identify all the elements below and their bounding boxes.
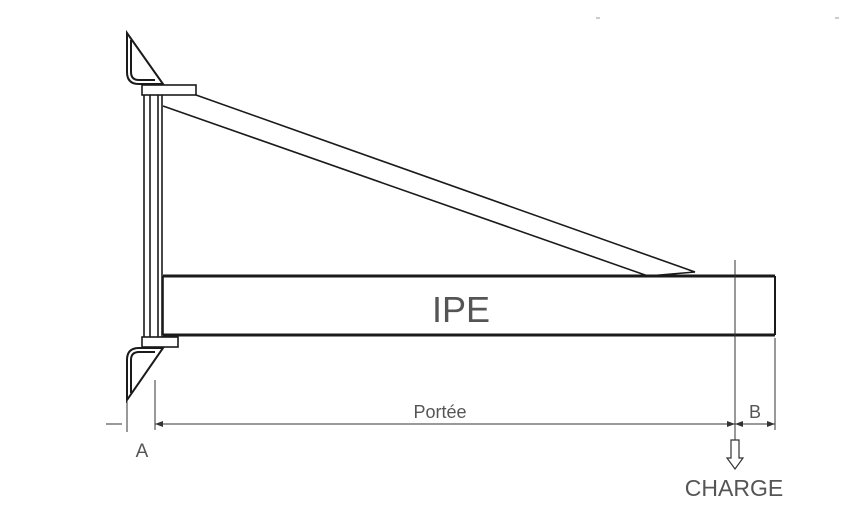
load-arrow-icon — [725, 439, 745, 471]
top-wall-bracket — [126, 29, 165, 85]
ipe-beam — [162, 274, 776, 337]
beam-label: IPE — [432, 289, 490, 330]
span-label: Portée — [413, 402, 466, 422]
bottom-wall-bracket — [126, 347, 165, 404]
dimension-arrows — [155, 421, 775, 427]
load-label: CHARGE — [685, 475, 783, 501]
diagonal-tie-rod — [162, 94, 696, 277]
vertical-mast — [143, 86, 163, 345]
offset-label: B — [749, 402, 761, 422]
support-point-label: A — [136, 441, 149, 462]
dimension-lines — [106, 338, 776, 432]
top-hinge-plate — [141, 84, 197, 96]
bottom-hinge-plate — [141, 336, 179, 348]
